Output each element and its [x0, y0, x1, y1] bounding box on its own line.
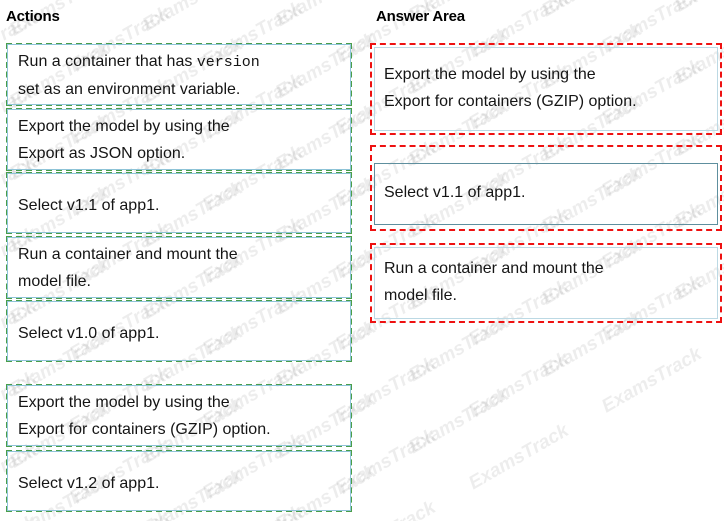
answer-item-text: Run a container and mount the model file…: [372, 245, 720, 312]
action-text-code: version: [196, 54, 260, 71]
action-text-line2: Export as JSON option.: [18, 145, 186, 162]
answer-text-line1: Select v1.1 of app1.: [384, 184, 526, 201]
action-item-export-json[interactable]: Export the model by using the Export as …: [6, 108, 352, 171]
action-text-line1: Run a container and mount the: [18, 246, 238, 263]
action-text-line1: Select v1.1 of app1.: [18, 197, 160, 214]
action-item-select-v10[interactable]: Select v1.0 of app1.: [6, 300, 352, 362]
answer-item-run-container-mount[interactable]: Run a container and mount the model file…: [370, 243, 722, 323]
answer-item-select-v11[interactable]: Select v1.1 of app1.: [370, 145, 722, 231]
action-item-text: Export the model by using the Export as …: [8, 110, 350, 170]
action-item-text: Run a container and mount the model file…: [8, 238, 350, 298]
action-text-line1: Export the model by using the: [18, 118, 230, 135]
action-item-text: Run a container that has version set as …: [8, 45, 350, 106]
answer-text-line2: Export for containers (GZIP) option.: [384, 93, 637, 110]
action-item-export-gzip[interactable]: Export the model by using the Export for…: [6, 384, 352, 447]
answer-area-column: Answer Area Export the model by using th…: [362, 0, 724, 521]
action-text-line1: Select v1.0 of app1.: [18, 325, 160, 342]
answer-text-line2: model file.: [384, 287, 457, 304]
actions-column-title: Actions: [6, 8, 60, 25]
action-text-line2: set as an environment variable.: [18, 81, 241, 98]
action-text-line2: model file.: [18, 273, 91, 290]
action-text-line2: Export for containers (GZIP) option.: [18, 421, 271, 438]
action-item-run-container-mount[interactable]: Run a container and mount the model file…: [6, 236, 352, 299]
action-item-run-container-env-var[interactable]: Run a container that has version set as …: [6, 43, 352, 106]
answer-item-text: Select v1.1 of app1.: [372, 147, 720, 209]
action-item-select-v12[interactable]: Select v1.2 of app1.: [6, 450, 352, 512]
action-item-select-v11[interactable]: Select v1.1 of app1.: [6, 172, 352, 234]
answer-text-line1: Run a container and mount the: [384, 260, 604, 277]
actions-column: Actions Run a container that has version…: [6, 8, 352, 512]
answer-item-text: Export the model by using the Export for…: [372, 45, 720, 118]
action-item-text: Export the model by using the Export for…: [8, 386, 350, 446]
action-item-text: Select v1.2 of app1.: [8, 452, 350, 500]
action-item-text: Select v1.0 of app1.: [8, 302, 350, 350]
action-text-segment: Run a container that has: [18, 53, 197, 70]
answer-area-column-title: Answer Area: [376, 8, 465, 25]
action-text-line1: Select v1.2 of app1.: [18, 475, 160, 492]
answer-text-line1: Export the model by using the: [384, 66, 596, 83]
action-item-text: Select v1.1 of app1.: [8, 174, 350, 222]
answer-item-export-gzip[interactable]: Export the model by using the Export for…: [370, 43, 722, 135]
action-text-line1: Export the model by using the: [18, 394, 230, 411]
